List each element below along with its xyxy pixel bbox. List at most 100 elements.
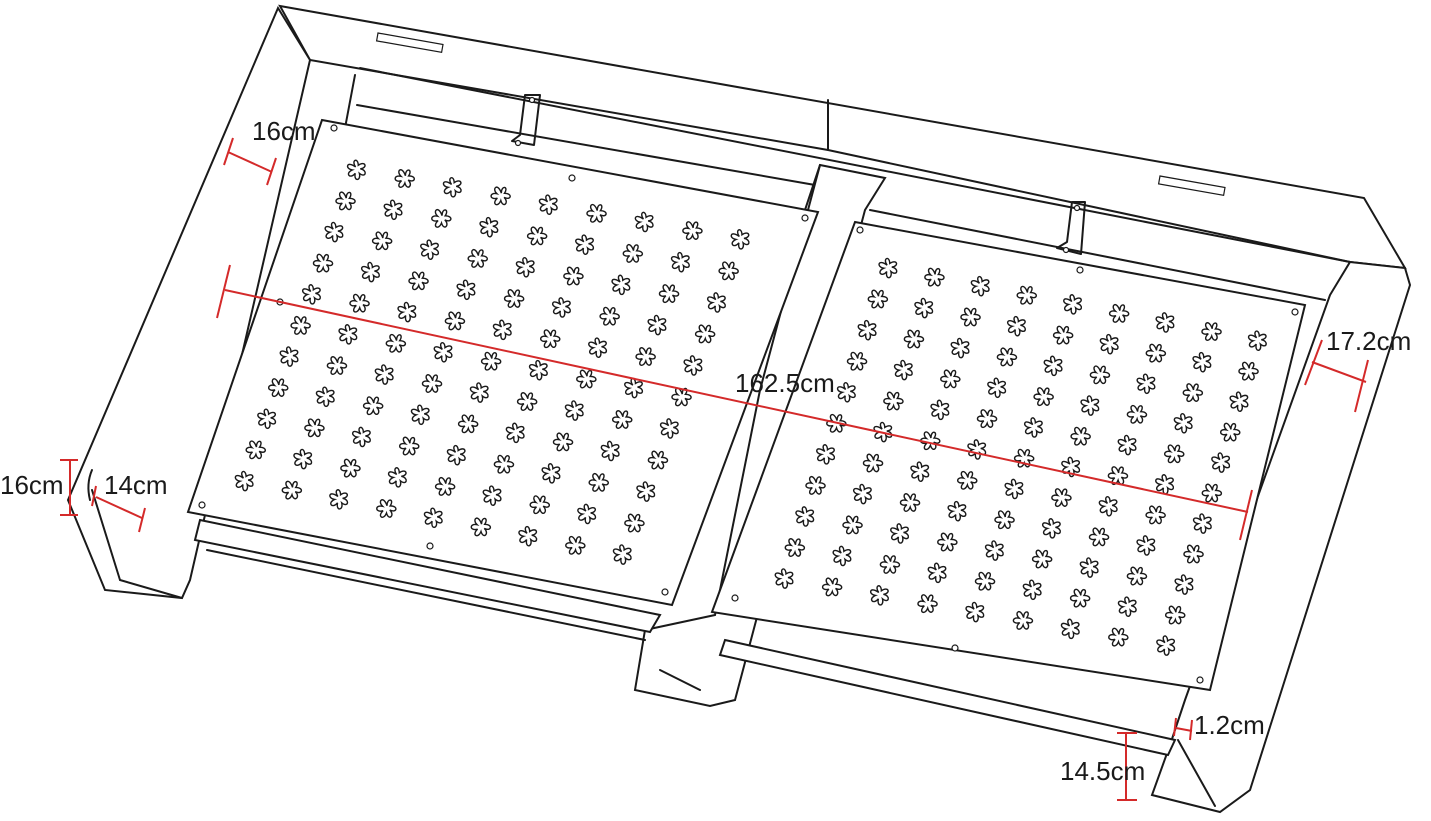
flower-cutout bbox=[947, 500, 967, 522]
flower-cutout bbox=[1108, 627, 1129, 647]
flower-cutout bbox=[552, 432, 574, 452]
flower-cutout bbox=[647, 314, 667, 336]
flower-cutout bbox=[774, 568, 794, 589]
flower-cutout bbox=[816, 444, 836, 465]
flower-cutout bbox=[1211, 452, 1231, 473]
flower-cutout bbox=[431, 208, 452, 228]
flower-cutout bbox=[842, 515, 863, 535]
flower-cutout bbox=[1088, 527, 1110, 547]
flower-cutout bbox=[1098, 496, 1118, 517]
flower-cutout bbox=[490, 186, 511, 206]
flower-cutout bbox=[410, 404, 430, 426]
flower-cutout bbox=[577, 503, 597, 525]
flower-cutout bbox=[1016, 285, 1037, 305]
flower-cutout bbox=[1156, 635, 1176, 656]
flower-cutout bbox=[987, 377, 1007, 399]
flower-cutout bbox=[564, 400, 584, 421]
flower-cutout bbox=[349, 293, 370, 313]
flower-cutout bbox=[257, 408, 277, 430]
flower-cutout bbox=[528, 359, 548, 381]
flower-cutouts-right bbox=[774, 257, 1267, 656]
flower-cutout bbox=[315, 386, 335, 408]
flower-cutout bbox=[1107, 466, 1129, 486]
flower-cutout bbox=[268, 378, 289, 398]
flower-cutout bbox=[1229, 391, 1249, 412]
flower-cutout bbox=[387, 467, 407, 488]
label-top-left-depth: 16cm bbox=[252, 116, 316, 146]
flower-cutout bbox=[1164, 444, 1185, 464]
flower-cutout bbox=[870, 585, 889, 606]
label-left-end-height: 16cm bbox=[0, 470, 64, 500]
flower-cutout bbox=[1182, 383, 1204, 403]
flower-cutout bbox=[433, 342, 453, 363]
flower-cutout bbox=[683, 355, 703, 376]
flower-cutout bbox=[541, 463, 561, 484]
flower-cutout bbox=[611, 274, 631, 296]
flower-cutout bbox=[1063, 294, 1083, 315]
flower-cutout bbox=[518, 525, 538, 547]
flower-cutout bbox=[374, 364, 394, 385]
flower-cutout bbox=[612, 544, 632, 565]
flower-cutout bbox=[624, 377, 644, 399]
flower-cutout bbox=[482, 485, 502, 506]
flower-cutout bbox=[1192, 513, 1212, 534]
front-panel-right bbox=[710, 220, 1307, 692]
flower-cutout bbox=[423, 507, 443, 529]
label-length: 162.5cm bbox=[735, 368, 835, 398]
flower-cutout bbox=[930, 399, 950, 421]
flower-cutout bbox=[326, 356, 348, 375]
flower-cutout bbox=[1080, 395, 1100, 416]
flower-cutout bbox=[352, 426, 371, 448]
flower-cutout bbox=[312, 253, 334, 273]
flower-cutout bbox=[836, 382, 856, 403]
flower-cutout bbox=[456, 279, 476, 301]
dimension-lines bbox=[60, 137, 1369, 801]
flower-cutout bbox=[1136, 535, 1156, 556]
flower-cutout bbox=[304, 418, 325, 438]
flower-cutout bbox=[937, 532, 958, 552]
flower-cutout bbox=[950, 337, 970, 359]
flower-cutout bbox=[1145, 343, 1167, 363]
center-divider bbox=[633, 163, 887, 708]
flower-cutout bbox=[588, 472, 609, 492]
flower-cutout bbox=[832, 545, 852, 567]
flower-cutout bbox=[890, 523, 910, 544]
flower-cutout bbox=[540, 329, 561, 349]
dimension-labels: 162.5cm 16cm 17.2cm 16cm 14cm 1.2cm 14.5… bbox=[0, 116, 1411, 786]
flower-cutout bbox=[994, 510, 1015, 530]
bottom-rail-right bbox=[718, 638, 1177, 757]
flower-cutout bbox=[1136, 373, 1156, 395]
flower-cutout bbox=[821, 577, 843, 597]
flower-cutouts-left bbox=[234, 159, 750, 565]
flower-cutout bbox=[234, 470, 254, 492]
flower-cutout bbox=[996, 347, 1018, 367]
flower-cutout bbox=[552, 297, 571, 318]
flower-cutout bbox=[399, 436, 420, 456]
flower-cutout bbox=[290, 315, 311, 335]
flower-cutout bbox=[538, 194, 558, 215]
flower-cutout bbox=[927, 562, 947, 584]
flower-cutout bbox=[408, 271, 429, 291]
flower-cutout bbox=[329, 489, 349, 510]
mounting-brackets bbox=[511, 94, 1086, 255]
flower-cutout bbox=[883, 391, 904, 411]
flower-cutout bbox=[1117, 434, 1137, 456]
flower-cutout bbox=[434, 476, 456, 496]
flower-cutout bbox=[600, 440, 620, 462]
flower-cutout bbox=[480, 351, 502, 371]
flower-cutout bbox=[1004, 478, 1024, 500]
flower-cutout bbox=[575, 234, 595, 255]
flower-cutout bbox=[394, 169, 415, 188]
flower-cutout bbox=[635, 347, 656, 366]
cabinet-frame bbox=[66, 4, 1412, 814]
flower-cutout bbox=[622, 243, 644, 263]
flower-cutout bbox=[469, 382, 489, 403]
flower-cutout bbox=[1069, 588, 1091, 608]
flower-cutout bbox=[846, 351, 868, 371]
flower-cutout bbox=[421, 374, 443, 393]
flower-cutout bbox=[1145, 505, 1166, 525]
flower-cutout bbox=[1070, 426, 1091, 446]
flower-cutout bbox=[385, 333, 407, 353]
flower-cutout bbox=[1051, 488, 1072, 508]
flower-cutout bbox=[903, 329, 925, 349]
